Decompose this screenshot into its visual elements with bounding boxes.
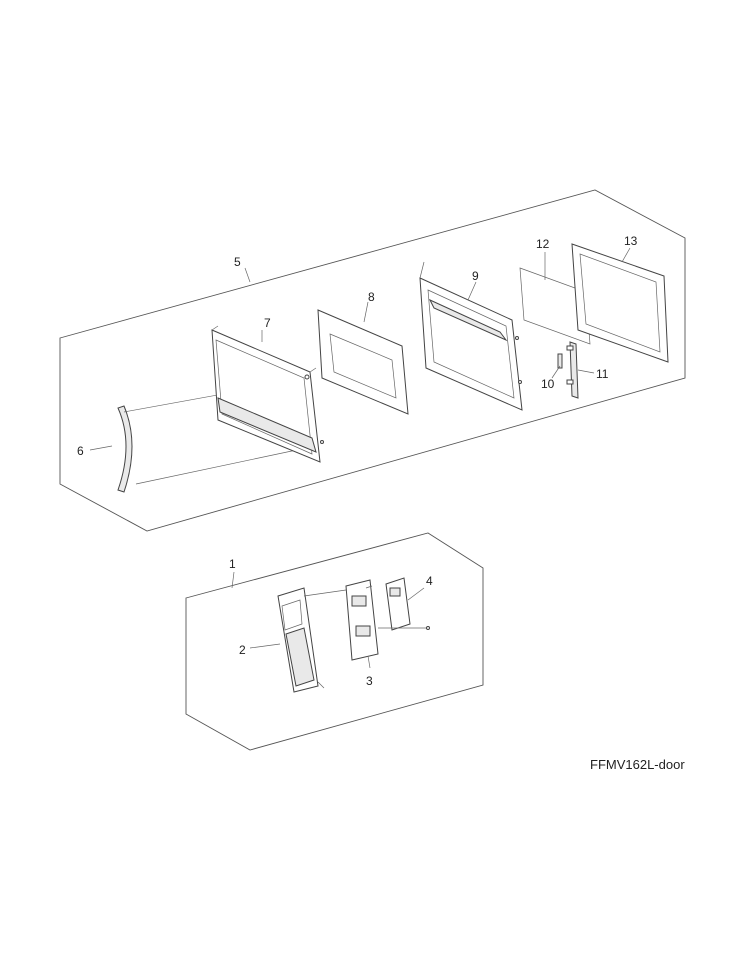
callout-5: 5	[234, 255, 241, 269]
control-panel-group: 1 2 3 4	[185, 532, 484, 751]
part-8-glass-panel	[317, 309, 409, 415]
callout-10: 10	[541, 377, 555, 391]
part-2-control-panel	[277, 587, 347, 693]
group-boundary-upper	[59, 189, 686, 532]
part-12-film-panel	[519, 267, 591, 345]
part-4-control-board	[378, 577, 430, 631]
callout-7: 7	[264, 316, 271, 330]
group-boundary-lower	[185, 532, 484, 751]
part-10-spring	[557, 353, 563, 369]
callout-8: 8	[368, 290, 375, 304]
part-11-latch	[566, 341, 579, 399]
callout-1: 1	[229, 557, 236, 571]
callout-12: 12	[536, 237, 550, 251]
callout-3: 3	[366, 674, 373, 688]
part-3-control-bracket	[345, 579, 379, 661]
part-9-inner-frame	[419, 261, 523, 411]
callout-4: 4	[426, 574, 433, 588]
callout-6: 6	[77, 444, 84, 458]
callout-9: 9	[472, 269, 479, 283]
diagram-caption: FFMV162L-door	[590, 757, 685, 772]
callout-11: 11	[596, 367, 609, 381]
callout-13: 13	[624, 234, 638, 248]
door-assembly-group: 5 6 7 8 9 10 11 12 13	[59, 189, 686, 532]
callout-2: 2	[239, 643, 246, 657]
part-13-door-seal	[571, 243, 669, 363]
part-7-door-frame	[211, 325, 324, 463]
